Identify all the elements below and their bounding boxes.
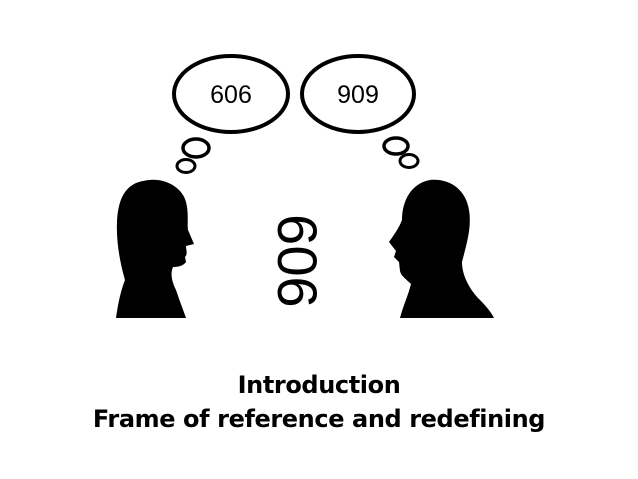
right-thought-bubble: 909 (300, 54, 420, 169)
right-person-silhouette (389, 179, 494, 318)
left-thought-dot-large (181, 137, 211, 159)
right-thought-number: 909 (337, 81, 379, 109)
caption-title: Introduction (237, 371, 401, 399)
left-thought-bubble: 606 (172, 54, 290, 174)
center-number-group: 909 (266, 214, 329, 307)
left-thought-number: 606 (210, 81, 252, 109)
right-thought-dot-medium (398, 153, 420, 169)
left-person-silhouette (116, 179, 194, 318)
left-thought-cloud (172, 54, 290, 134)
right-thought-cloud (300, 54, 416, 134)
perspective-illustration: 606 909 909 (116, 54, 494, 318)
right-thought-dot-large (382, 136, 410, 156)
caption-subtitle: Frame of reference and redefining (92, 405, 546, 433)
left-thought-dot-medium (175, 158, 197, 174)
center-number: 909 (266, 214, 329, 307)
